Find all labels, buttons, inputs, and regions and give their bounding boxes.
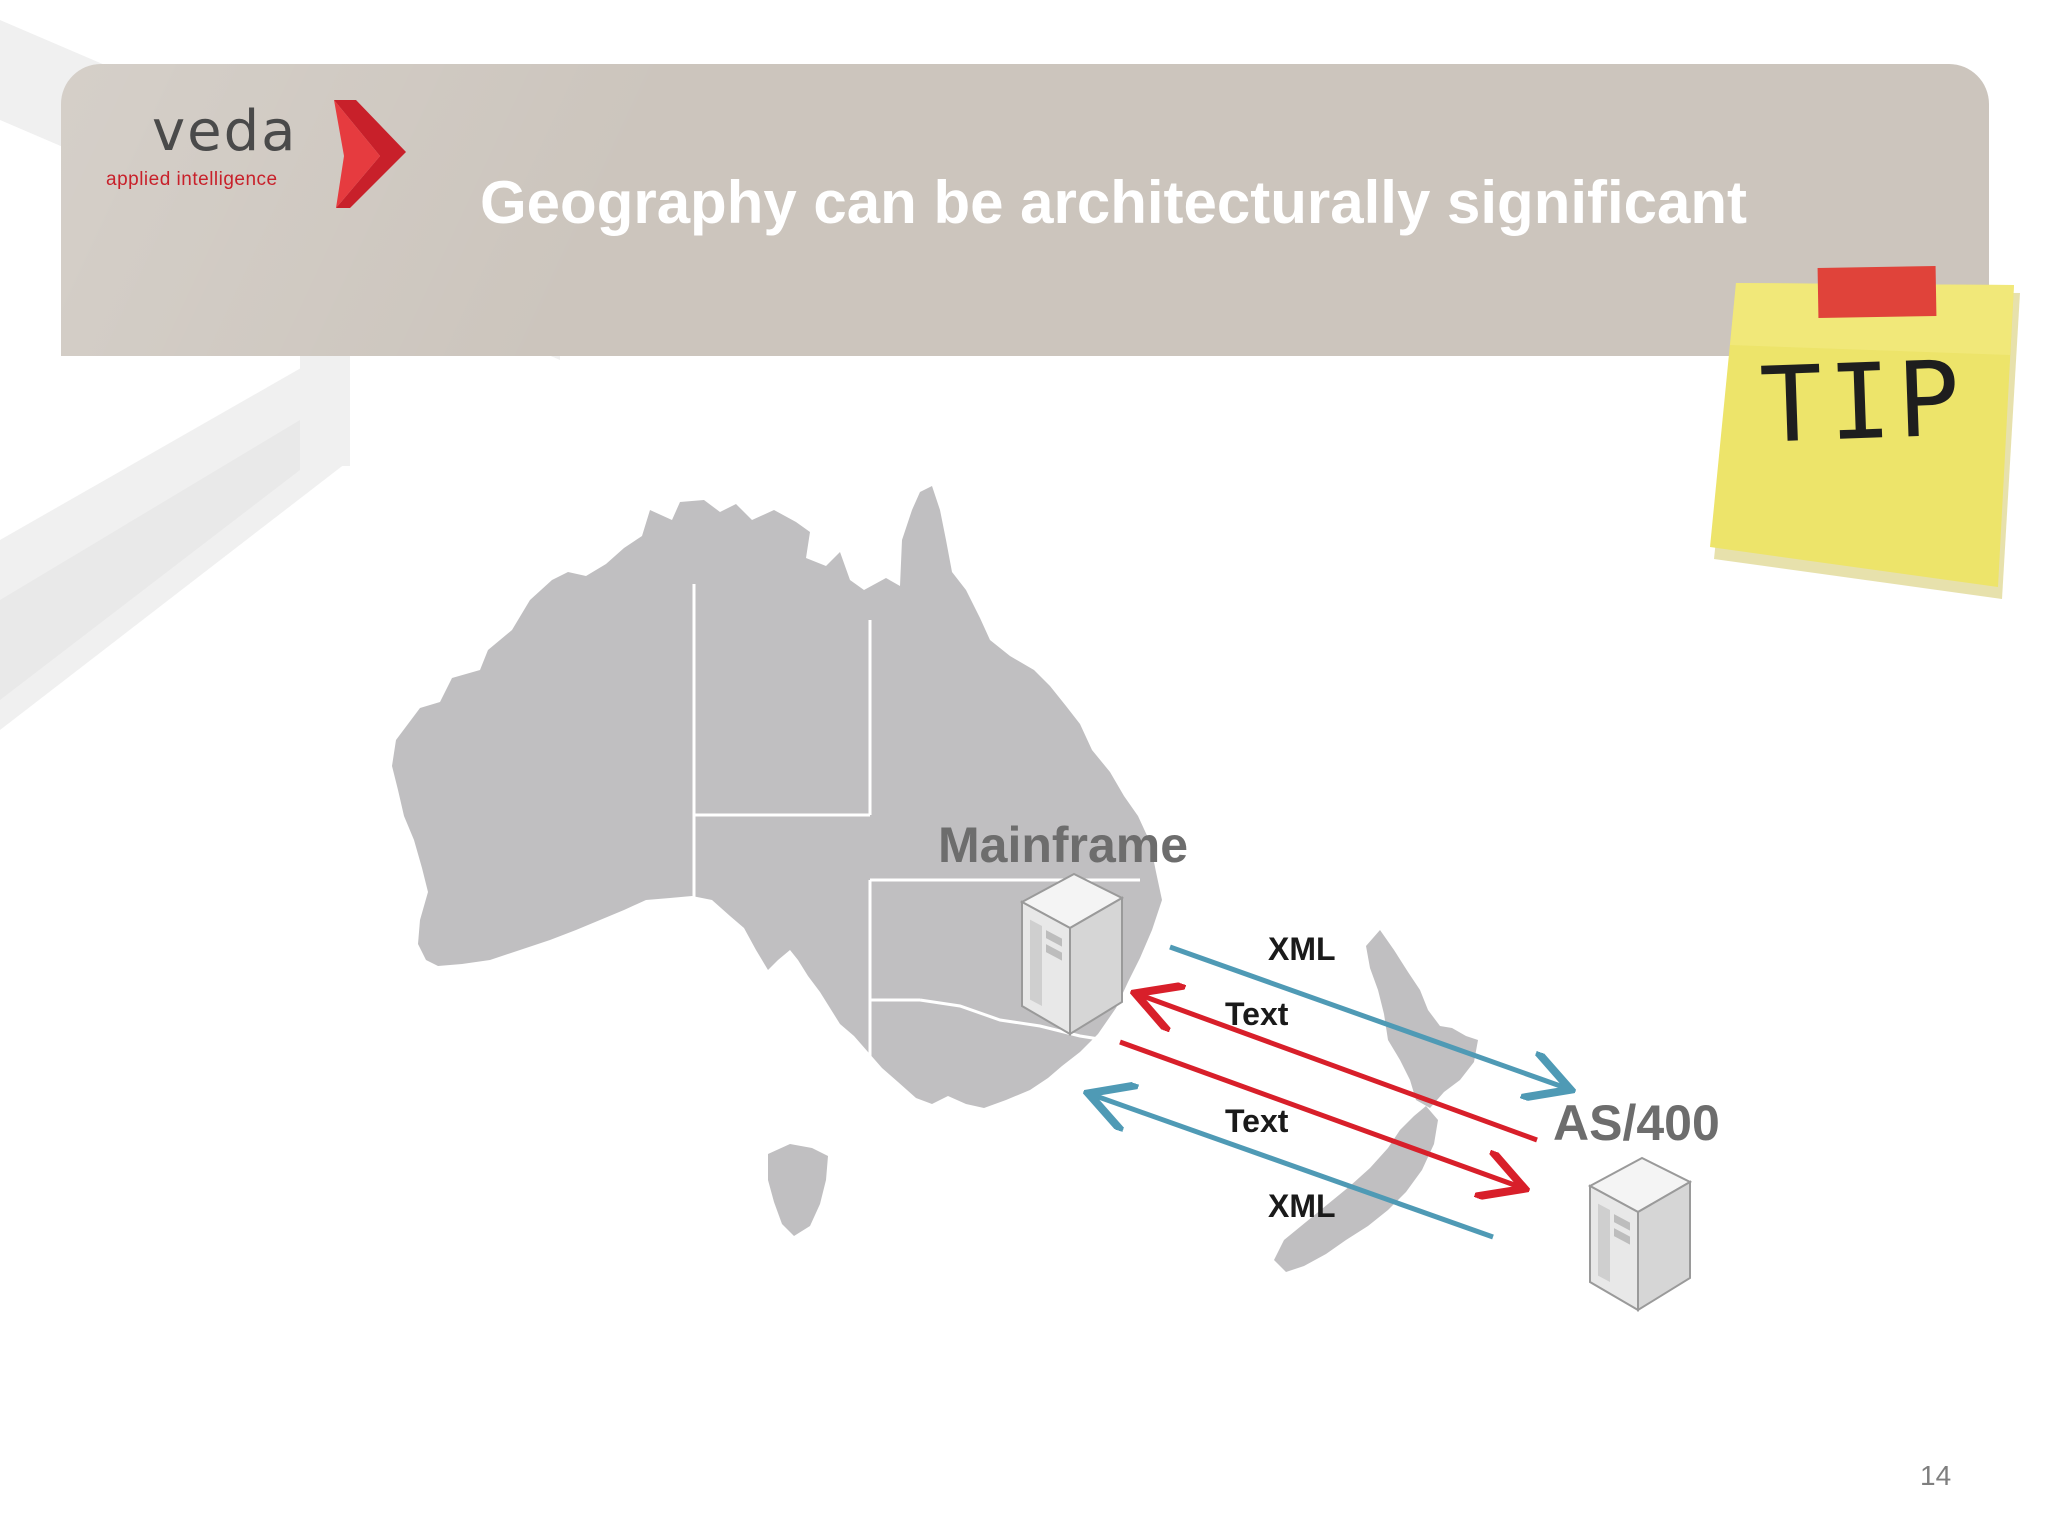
flow-label-text: Text — [1225, 996, 1289, 1032]
veda-logo: veda applied intelligence — [100, 100, 420, 212]
flow-label-xml: XML — [1268, 931, 1336, 967]
mainframe-label: Mainframe — [938, 817, 1189, 873]
australia-mainland — [392, 486, 1162, 1108]
flow-label-text: Text — [1225, 1103, 1289, 1139]
header-bar — [61, 64, 1989, 356]
slide-title: Geography can be architecturally signifi… — [480, 169, 1748, 236]
tip-sticky-note: TIP — [1700, 265, 2030, 605]
logo-tagline: applied intelligence — [106, 169, 278, 190]
mainframe-server-icon — [1019, 872, 1125, 1036]
sticky-note-icon — [1710, 265, 2020, 599]
tasmania — [768, 1144, 828, 1236]
tip-label: TIP — [1757, 337, 1968, 467]
page-number: 14 — [1920, 1460, 1952, 1491]
flow-label-xml: XML — [1268, 1188, 1336, 1224]
state-borders — [692, 584, 1140, 1100]
new-zealand-north-island — [1366, 930, 1478, 1108]
logo-chevron-icon — [334, 100, 406, 208]
as400-label: AS/400 — [1553, 1095, 1720, 1151]
logo-wordmark: veda — [152, 99, 298, 164]
tape-icon — [1817, 265, 1937, 319]
as400-server-icon — [1587, 1156, 1693, 1312]
